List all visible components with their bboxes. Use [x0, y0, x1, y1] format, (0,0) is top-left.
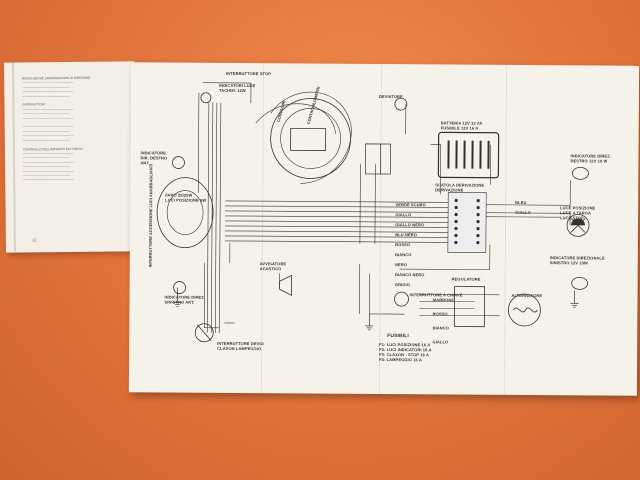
- regulator-box: [453, 286, 486, 328]
- harness-wire: [225, 225, 451, 228]
- reg-wire-label: BIANCO: [432, 325, 450, 331]
- wire-label: GIALLO NERO: [395, 222, 425, 228]
- front-left-indicator: [172, 156, 185, 169]
- deviator-switch: [394, 97, 408, 111]
- wire-label: BLU NERO: [395, 232, 417, 238]
- manual-booklet-page: REGOLAZIONE LAMPEGGIATORI DI DIREZIONE ─…: [4, 61, 136, 253]
- label-alternator: ALTERNATORE: [511, 292, 543, 299]
- harness-wire: [485, 180, 571, 206]
- harness-wire: [225, 215, 451, 218]
- label-headlamp: FARO 25/25W LUCI POSIZIONE 5W: [165, 192, 207, 203]
- wire-label: BIANCO: [395, 252, 412, 258]
- rear-right-indicator: [571, 166, 589, 180]
- label-deviator: DEVIATORE: [378, 93, 403, 100]
- harness-wire: [224, 240, 450, 243]
- label-tail-light: LUCE POSIZIONE LUCE A TARGA LUCE STOP: [560, 205, 596, 221]
- headlamp: [156, 177, 214, 249]
- label-dimmer-switch: INTERRUTTORE DEVIO CLAXON LAMPEGGIO: [217, 340, 264, 352]
- wiring-diagram: [156, 82, 590, 343]
- wire-label-right-2: GIALLO: [515, 209, 531, 216]
- harness-wire: [485, 216, 561, 218]
- booklet-spine: [12, 62, 16, 253]
- battery: [437, 131, 500, 179]
- harness-wire: [225, 220, 451, 223]
- horn: [279, 274, 293, 297]
- harness-wire: [225, 205, 451, 208]
- stop-switch: [200, 92, 212, 104]
- wire-label: BIANCO NERO: [394, 272, 425, 278]
- rear-left-indicator: [571, 276, 589, 290]
- harness-wire: [224, 235, 450, 238]
- label-front-indicator-left: INDICATORE DIREZ. SINISTRO ANT.: [164, 294, 205, 305]
- harness-wire: [224, 230, 450, 233]
- label-battery: BATTERIA 12V 12 Ah FUSIBILE 12V 16 A: [440, 120, 483, 131]
- reg-wire-label: MARRONE: [432, 297, 455, 303]
- label-regulator: REGOLATORE: [451, 276, 481, 282]
- label-junction-box: SCATOLA DERIVAZIONE DERIVAZIONE: [435, 182, 485, 193]
- connector-block: [447, 192, 487, 254]
- label-horn: AVVISATORE ACUSTICO: [259, 261, 287, 272]
- key-switch: [394, 291, 409, 307]
- wire-label: GRIGIO: [394, 282, 410, 288]
- speedometer-gauge: [270, 98, 352, 179]
- wire-label: VERDE SCURO: [395, 202, 426, 208]
- label-rear-indicator-left: INDICATORE DIREZIONALE SINISTRO 12V 10W: [549, 255, 605, 266]
- wire-label: ROSSO: [395, 242, 411, 248]
- label-fuses-title: FUSIBILI: [387, 333, 409, 340]
- regulator-wire-labels: MARRONE ROSSO BIANCO GIALLO: [425, 289, 454, 352]
- light-switch: [194, 323, 214, 343]
- tail-light: [566, 213, 590, 237]
- booklet-page-number: 12: [31, 237, 37, 243]
- wire-label: NERO: [395, 262, 408, 268]
- reg-wire-label: ROSSO: [432, 311, 448, 317]
- wire-label-list: VERDE SCURO GIALLO GIALLO NERO BLU NERO …: [388, 197, 426, 292]
- wiring-diagram-sheet: INTERRUTTORE STOP INDICATORI LUCE TACHIM…: [128, 62, 640, 396]
- booklet-text: REGOLAZIONE LAMPEGGIATORI DI DIREZIONE ─…: [22, 75, 91, 182]
- label-ignition-vertical: INTERRUTTORE ACCENSIONE LUCI ANABBAGLIAN…: [147, 163, 154, 268]
- alternator: [508, 293, 541, 327]
- wire-label-right-1: BLEU: [515, 199, 527, 205]
- harness-wire: [225, 210, 451, 213]
- front-right-indicator: [173, 281, 186, 294]
- label-stop-switch: INTERRUTTORE STOP: [226, 70, 271, 77]
- wire-label: GIALLO: [395, 212, 412, 218]
- label-fuses-list: F1: LUCI POSIZIONE 16 A F2: LUCI INDICAT…: [379, 341, 432, 363]
- label-indicator-lights: INDICATORI LUCE TACHIM. 12W: [218, 82, 256, 94]
- harness-wire: [225, 200, 451, 203]
- harness-wire: [485, 212, 571, 226]
- label-front-indicator-right: INDICATORE DIR. DESTRO ANT.: [140, 150, 168, 166]
- reg-wire-label: GIALLO: [432, 339, 449, 345]
- label-rear-indicator-right: INDICATORE DIREZ. DESTRO 12V 10 W: [570, 153, 611, 164]
